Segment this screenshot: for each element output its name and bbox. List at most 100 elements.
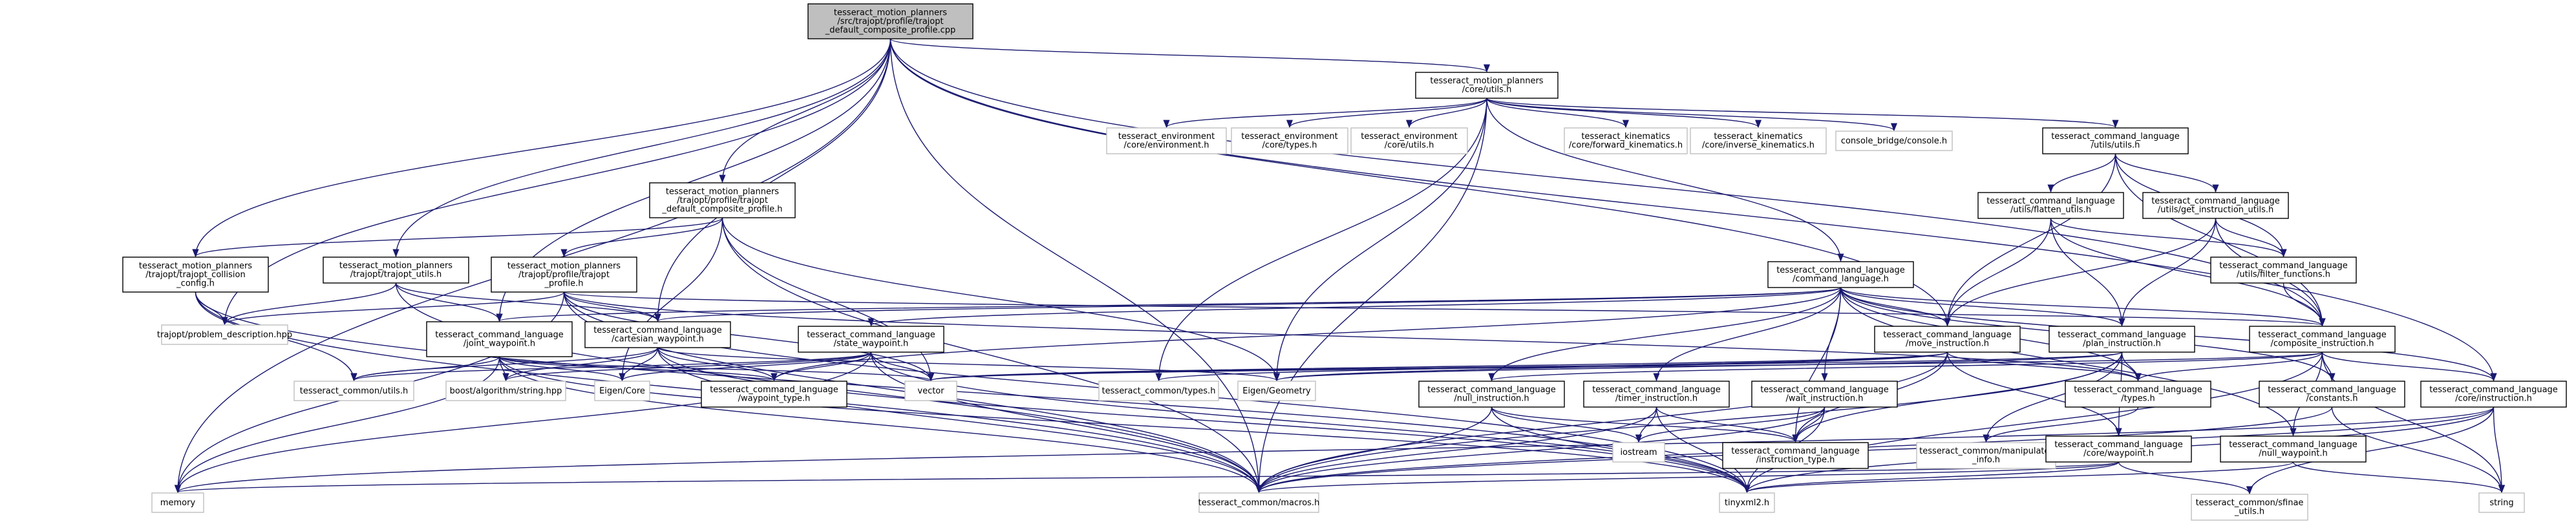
node-cl-get-instruction[interactable]: tesseract_command_language/utils/get_ins… [2142, 192, 2289, 219]
node-cl-command-language[interactable]: tesseract_command_language/command_langu… [1767, 261, 1914, 288]
edge-core_utils-to-kin_fwd [1486, 98, 1629, 129]
node-cl-joint-waypoint[interactable]: tesseract_command_language/joint_waypoin… [426, 321, 573, 357]
node-box [491, 257, 637, 293]
node-box [2191, 494, 2308, 521]
node-label-line: /constants.h [2306, 394, 2358, 404]
node-box [2478, 492, 2525, 513]
edge-core_utils-to-env_environment [1163, 98, 1487, 129]
node-cl-utils[interactable]: tesseract_command_language/utils/utils.h [2042, 127, 2189, 154]
node-box [2249, 326, 2396, 353]
node-tinyxml2: tinyxml2.h [1719, 492, 1775, 513]
edge-cl_command_language-to-cl_cartesian_waypoint [655, 287, 1842, 322]
node-box [1415, 72, 1559, 99]
edge-cl_cartesian_waypoint-to-tinyxml2 [657, 347, 1751, 494]
node-trajopt-default-composite[interactable]: tesseract_motion_planners/trajopt/profil… [649, 182, 796, 218]
node-cl-cartesian-waypoint[interactable]: tesseract_command_language/cartesian_way… [584, 321, 731, 348]
edge-cl_cartesian_waypoint-to-cl_waypoint_type [657, 347, 778, 382]
node-label-line: /types.h [2121, 394, 2155, 404]
node-label-line: tesseract_command_language [435, 330, 564, 340]
edge-cl_command_language-to-cl_plan_instruction [1840, 287, 2125, 327]
edge-cl_null_instruction-to-tc_macros [1255, 406, 1493, 494]
edge-root-to-trajopt_utils [392, 38, 891, 258]
node-cl-constants[interactable]: tesseract_command_language/constants.h [2259, 381, 2405, 408]
node-cl-composite-instruction[interactable]: tesseract_command_language/composite_ins… [2249, 326, 2396, 353]
edge-cl_plan_instruction-to-vector [928, 351, 2123, 382]
node-memory: memory [151, 492, 204, 513]
node-label-line: /core/forward_kinematics.h [1569, 141, 1683, 151]
node-label-line: tesseract_common/manipulator [1919, 446, 2053, 456]
node-box [1874, 326, 2021, 353]
node-label-line: tesseract_kinematics [1714, 132, 1803, 141]
node-cl-types[interactable]: tesseract_command_language/types.h [2065, 381, 2211, 408]
edge-cl_flatten-to-cl_plan_instruction [2050, 218, 2125, 327]
node-cl-null-instruction[interactable]: tesseract_command_language/null_instruct… [1418, 381, 1565, 408]
edge-core_utils-to-env_utils [1406, 98, 1487, 129]
edge-root-to-cl_composite_instruction [889, 38, 2326, 327]
edge-cl_constants-to-string [2331, 406, 2505, 494]
node-trajopt-collision-config[interactable]: tesseract_motion_planners/trajopt/trajop… [122, 257, 269, 293]
node-cl-state-waypoint[interactable]: tesseract_command_language/state_waypoin… [798, 326, 944, 353]
node-label-line: /instruction_type.h [1756, 456, 1835, 465]
node-label-line: _default_composite_profile.h [661, 204, 782, 214]
edge-cl_timer_instruction-to-tinyxml2 [1655, 406, 1751, 494]
node-label-line: tesseract_command_language [1760, 385, 1889, 395]
node-cl-plan-instruction[interactable]: tesseract_command_language/plan_instruct… [2049, 326, 2195, 353]
node-label-line: boost/algorithm/string.hpp [450, 386, 562, 396]
node-label-line: /trajopt/profile/trajopt [518, 270, 610, 280]
node-label-line: /utils/get_instruction_utils.h [2158, 205, 2274, 215]
node-label-line: tesseract_command_language [593, 326, 722, 335]
node-cl-timer-instruction[interactable]: tesseract_command_language/timer_instruc… [1583, 381, 1730, 408]
edge-trajopt_utils-to-cl_cartesian_waypoint [395, 282, 661, 322]
edge-cl_state_waypoint-to-tinyxml2 [870, 351, 1751, 494]
node-label-line: /command_language.h [1793, 275, 1889, 284]
node-box [161, 324, 288, 345]
node-iostream: iostream [1612, 442, 1665, 463]
edge-trajopt_default_composite-to-tc_macros [721, 217, 1262, 494]
node-trajopt-utils[interactable]: tesseract_motion_planners/trajopt/trajop… [323, 257, 469, 284]
node-label-line: /utils/flatten_utils.h [2010, 205, 2091, 215]
node-box [2220, 435, 2367, 463]
node-cl-move-instruction[interactable]: tesseract_command_language/move_instruct… [1874, 326, 2021, 353]
node-trajopt-problem: trajopt/problem_description.hpp [157, 324, 292, 345]
edge-cl_cartesian_waypoint-to-eigen_geometry [657, 347, 1280, 382]
node-cl-wait-instruction[interactable]: tesseract_command_language/wait_instruct… [1751, 381, 1898, 408]
edge-cl_move_instruction-to-cl_types [1946, 351, 2142, 382]
edge-cl_null_instruction-to-iostream [1491, 406, 1642, 443]
node-tc-macros: tesseract_common/macros.h [1198, 492, 1319, 513]
node-label-line: tesseract_kinematics [1581, 132, 1670, 141]
node-label-line: tesseract_command_language [1776, 266, 1905, 275]
node-cl-filter[interactable]: tesseract_command_language/utils/filter_… [2210, 257, 2357, 284]
node-label-line: tesseract_command_language [2268, 385, 2396, 395]
edge-root-to-trajopt_default_composite [719, 38, 891, 183]
node-label-line: tesseract_common/utils.h [300, 386, 408, 396]
node-box [122, 257, 269, 293]
node-trajopt-profile[interactable]: tesseract_motion_planners/trajopt/profil… [491, 257, 637, 293]
node-label-line: tesseract_motion_planners [139, 261, 252, 271]
node-cl-core-waypoint[interactable]: tesseract_command_language/core/waypoint… [2045, 435, 2192, 463]
node-core-utils[interactable]: tesseract_motion_planners/core/utils.h [1415, 72, 1559, 99]
node-label-line: /cartesian_waypoint.h [612, 335, 704, 344]
edge-cl_plan_instruction-to-tc_macros [1255, 351, 2123, 494]
node-cl-core-instruction[interactable]: tesseract_command_language/core/instruct… [2420, 381, 2567, 408]
edge-cl_composite_instruction-to-cl_types [2134, 351, 2323, 382]
edge-cl_move_instruction-to-cl_core_waypoint [1946, 351, 2122, 437]
edge-cl_null_waypoint-to-tinyxml2 [1743, 461, 2294, 494]
node-root[interactable]: tesseract_motion_planners/src/trajopt/pr… [807, 3, 974, 39]
node-cl-null-waypoint[interactable]: tesseract_command_language/null_waypoint… [2220, 435, 2367, 463]
node-label-line: tesseract_command_language [2054, 440, 2183, 450]
node-env-utils: tesseract_environment/core/utils.h [1350, 127, 1468, 154]
node-label-line: tesseract_command_language [1883, 330, 2012, 340]
node-eigen-geometry: Eigen/Geometry [1237, 381, 1316, 401]
node-box [2420, 381, 2567, 408]
node-label-line: /composite_instruction.h [2270, 339, 2374, 349]
edge-cl_utils-to-cl_get_instruction [2114, 153, 2219, 193]
node-box [1106, 127, 1227, 154]
edge-cl_command_language-to-cl_null_instruction [1488, 287, 1842, 382]
node-cl-flatten[interactable]: tesseract_command_language/utils/flatten… [1977, 192, 2124, 219]
node-cl-instruction-type[interactable]: tesseract_command_language/instruction_t… [1722, 442, 1869, 469]
node-label-line: /timer_instruction.h [1615, 394, 1698, 404]
edge-cl_command_language-to-cl_composite_instruction [1840, 287, 2326, 327]
node-cl-waypoint-type[interactable]: tesseract_command_language/waypoint_type… [701, 381, 847, 408]
edge-cl_get_instruction-to-cl_plan_instruction [2118, 218, 2217, 327]
node-label-line: tinyxml2.h [1725, 498, 1769, 508]
